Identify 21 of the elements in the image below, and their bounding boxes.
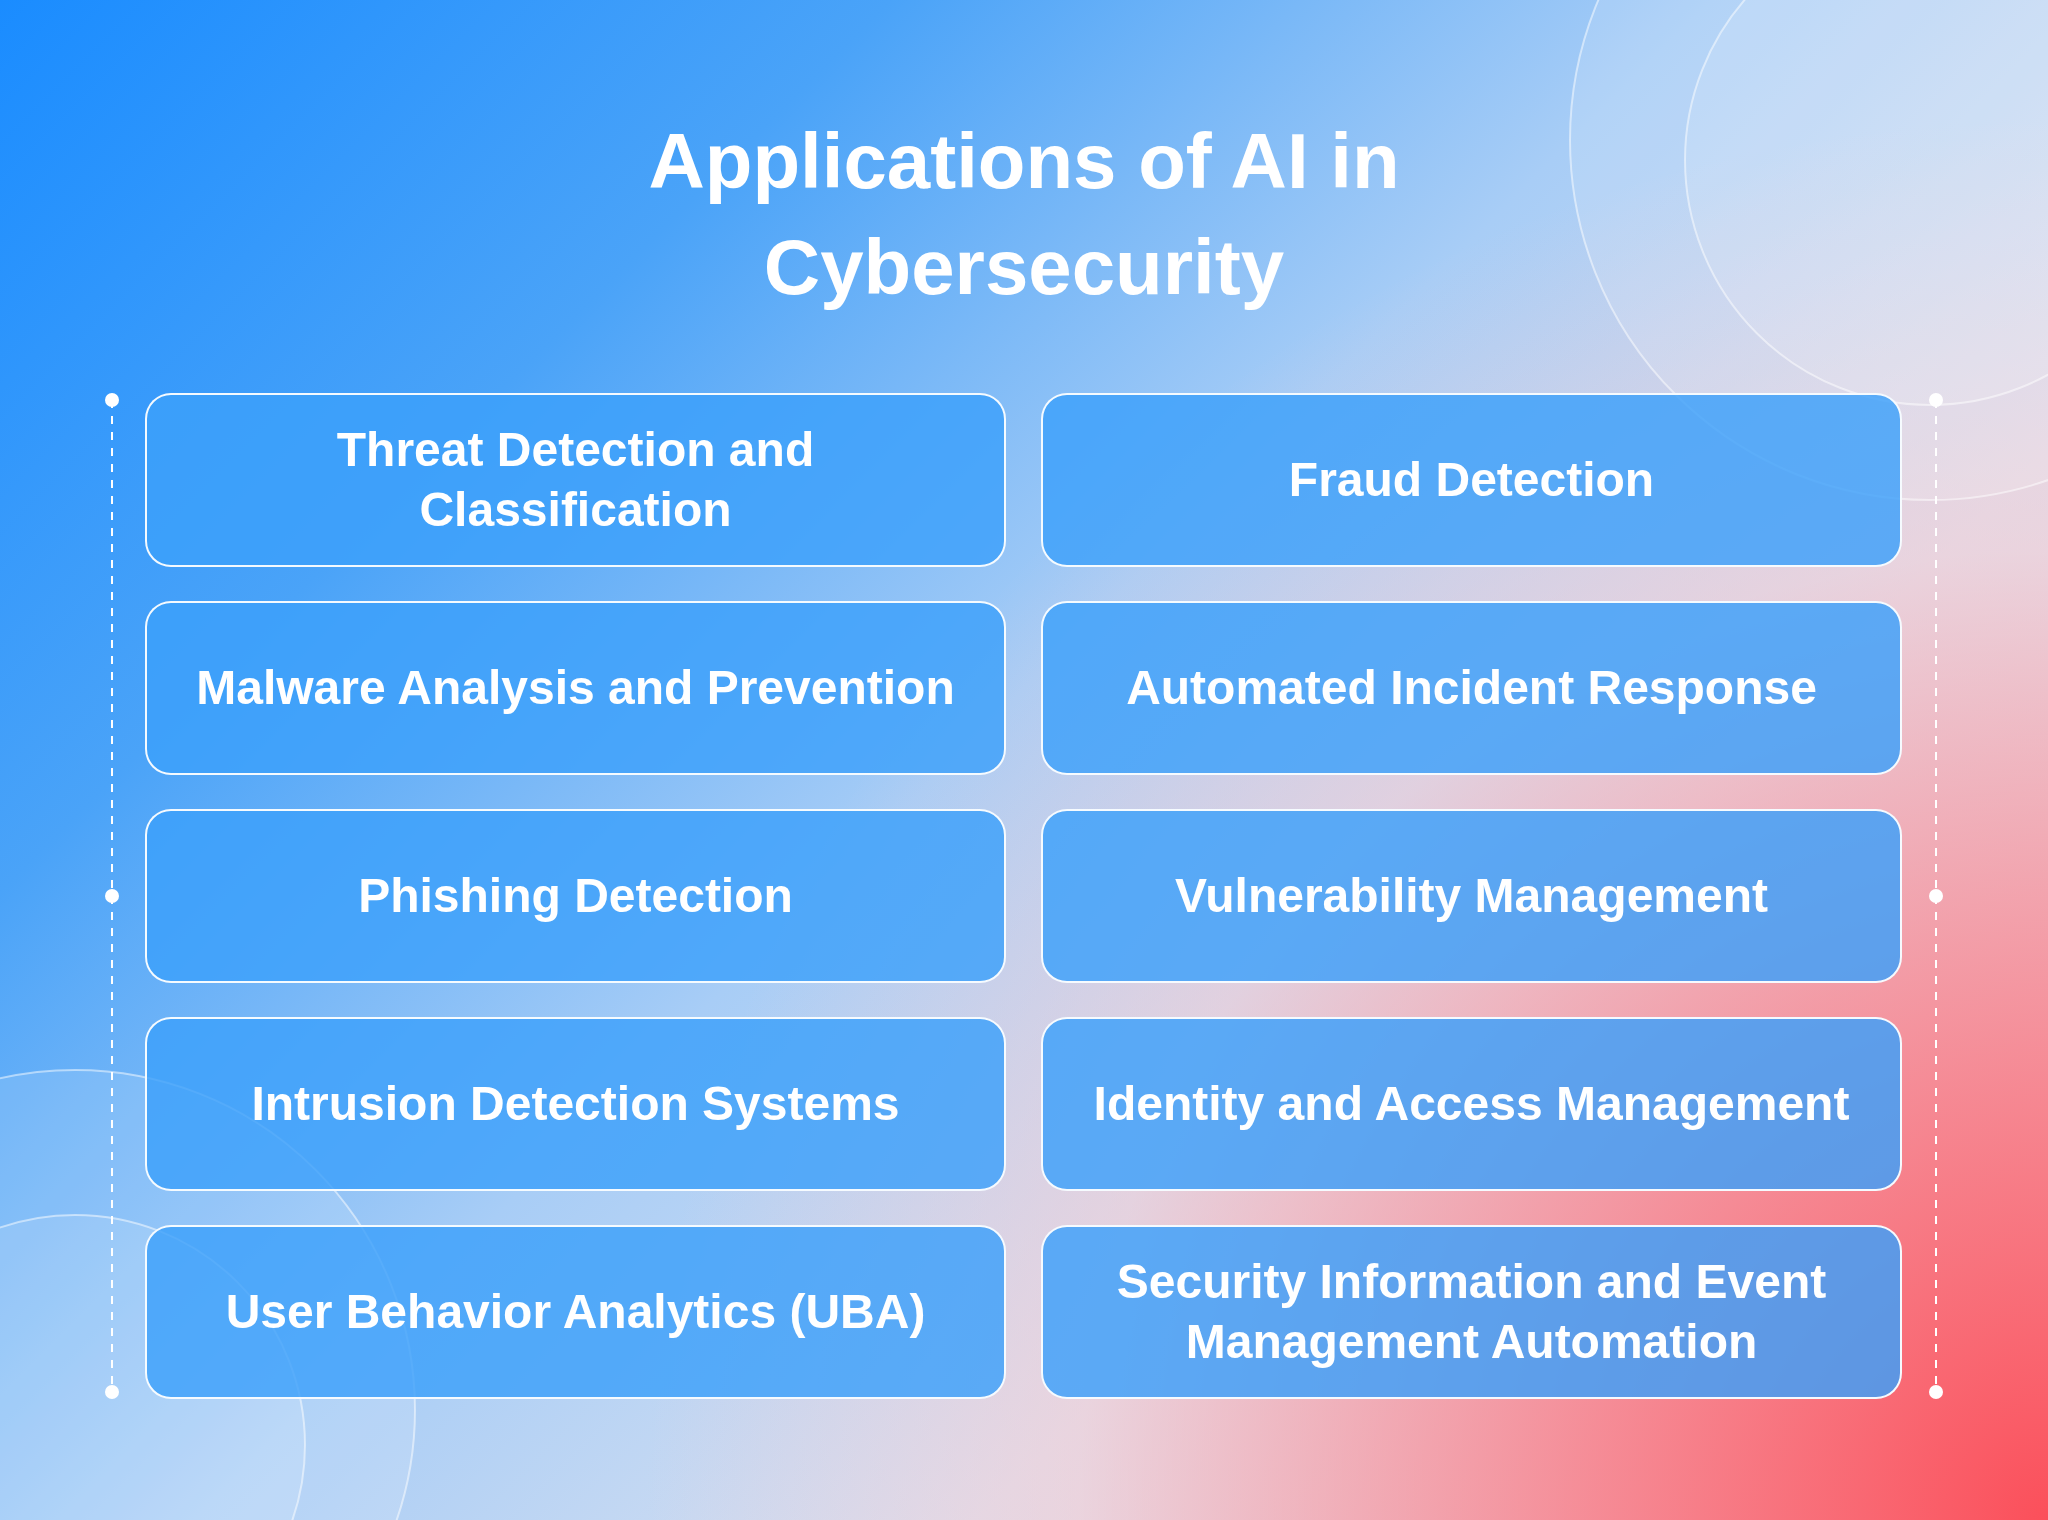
application-card	[1041, 393, 1902, 567]
application-card	[145, 809, 1006, 983]
card-label: Automated Incident Response	[1125, 660, 1818, 716]
application-card	[145, 1017, 1006, 1191]
application-card	[145, 601, 1006, 775]
card-label: Threat Detection and Classification	[335, 422, 816, 538]
application-card	[1041, 1017, 1902, 1191]
card-label: User Behavior Analytics (UBA)	[224, 1284, 927, 1340]
application-card	[1041, 809, 1902, 983]
title: Applications of AI in Cybersecurity	[647, 116, 1401, 313]
card-label: Vulnerability Management	[1174, 868, 1769, 924]
application-card	[145, 393, 1006, 567]
application-card	[1041, 601, 1902, 775]
application-card	[145, 1225, 1006, 1399]
card-label: Phishing Detection	[357, 868, 794, 924]
card-label: Intrusion Detection Systems	[250, 1076, 901, 1132]
card-label: Malware Analysis and Prevention	[195, 660, 956, 716]
application-card	[1041, 1225, 1902, 1399]
card-label: Fraud Detection	[1287, 452, 1656, 508]
card-label: Identity and Access Management	[1092, 1076, 1851, 1132]
card-label: Security Information and Event Management Automation	[1115, 1254, 1828, 1370]
